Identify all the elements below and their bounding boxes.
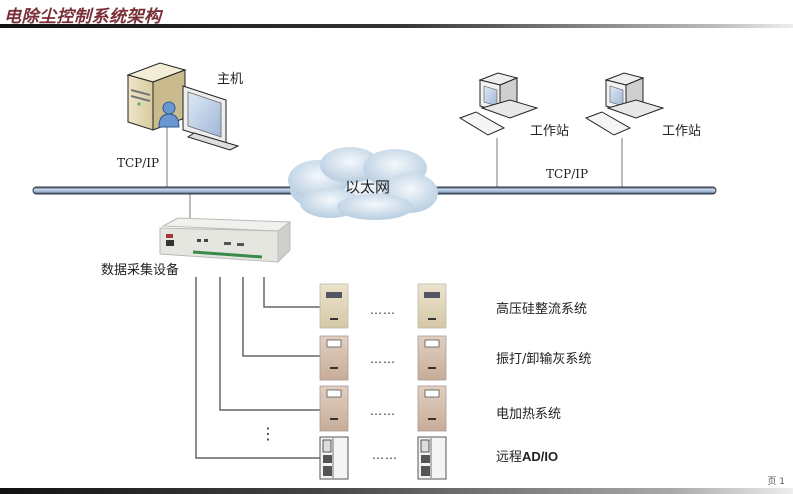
remote-io-prefix: 远程 [496, 450, 523, 465]
host-label: 主机 [217, 72, 244, 87]
io-rack-icon [319, 436, 349, 480]
server-with-user-icon [126, 62, 240, 151]
subsystem-label-rapping-ash: 振打/卸输灰系统 [496, 352, 592, 367]
ellipsis-hv: …… [370, 303, 396, 317]
link-line-rapping [242, 277, 320, 357]
footer-divider [0, 488, 793, 494]
data-collector-label: 数据采集设备 [101, 263, 180, 278]
data-acquisition-device-icon [159, 217, 292, 264]
control-cabinet-icon [417, 283, 447, 329]
subsystem-label-hv-rectifier: 高压硅整流系统 [496, 302, 588, 317]
protocol-label-right: TCP/IP [546, 167, 589, 181]
workstation-1-label: 工作站 [530, 124, 570, 139]
link-line-heating [219, 277, 320, 411]
control-cabinet-icon [417, 335, 447, 381]
workstation-2-label: 工作站 [662, 124, 702, 139]
io-rack-icon [417, 436, 447, 480]
ellipsis-heating: …… [370, 404, 396, 418]
ethernet-cloud-icon [288, 147, 438, 220]
subsystem-label-electric-heating: 电加热系统 [496, 407, 562, 422]
workstation-computer-icon [458, 72, 539, 136]
control-cabinet-icon [319, 335, 349, 381]
vertical-ellipsis: ⋮ [260, 424, 277, 443]
link-line-hv [263, 277, 320, 308]
subsystem-label-remote-io: 远程AD/IO [496, 446, 558, 465]
ethernet-label: 以太网 [345, 178, 391, 196]
protocol-label-left: TCP/IP [117, 156, 160, 170]
link-line-remote-io [195, 277, 320, 459]
remote-io-suffix: AD/IO [522, 449, 559, 464]
page-number: 页 1 [767, 477, 785, 487]
workstation-computer-icon [584, 72, 665, 136]
control-cabinet-icon [319, 385, 349, 432]
control-cabinet-icon [319, 283, 349, 329]
title-divider [0, 24, 793, 28]
page-title: 电除尘控制系统架构 [4, 7, 162, 27]
ellipsis-remote-io: …… [372, 448, 398, 462]
control-cabinet-icon [417, 385, 447, 432]
ellipsis-rapping: …… [370, 352, 396, 366]
